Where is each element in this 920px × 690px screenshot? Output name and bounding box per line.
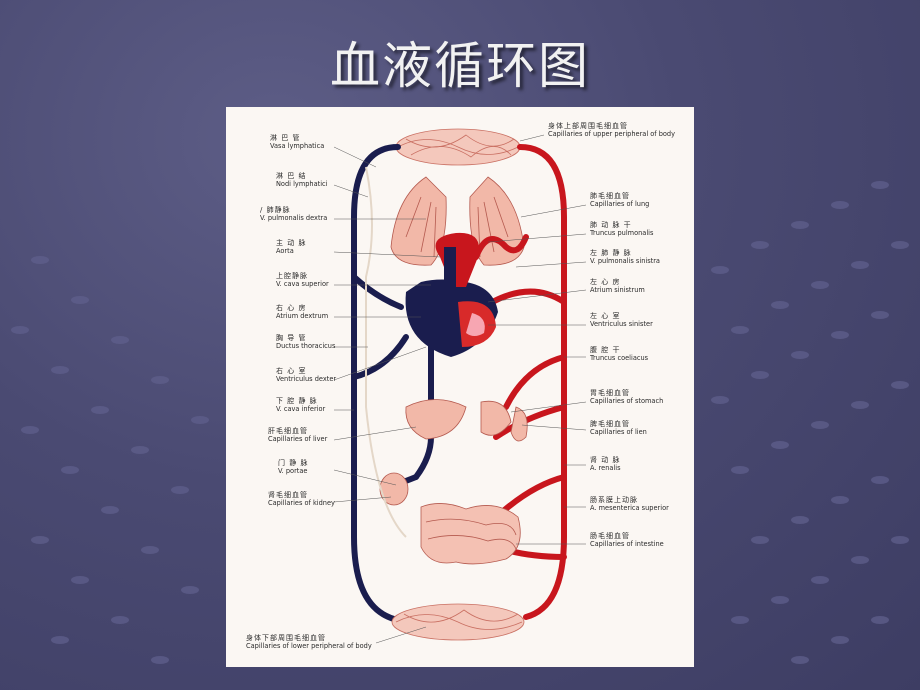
lower-body-capillaries bbox=[391, 603, 525, 641]
circulation-illustration bbox=[333, 128, 587, 644]
heart bbox=[405, 232, 498, 357]
leader-lines bbox=[333, 134, 587, 644]
abdominal-organs bbox=[379, 399, 528, 565]
lymph-vessel bbox=[365, 166, 407, 538]
slide-title: 血液循环图 bbox=[330, 37, 590, 95]
upper-body-capillaries bbox=[395, 128, 521, 166]
